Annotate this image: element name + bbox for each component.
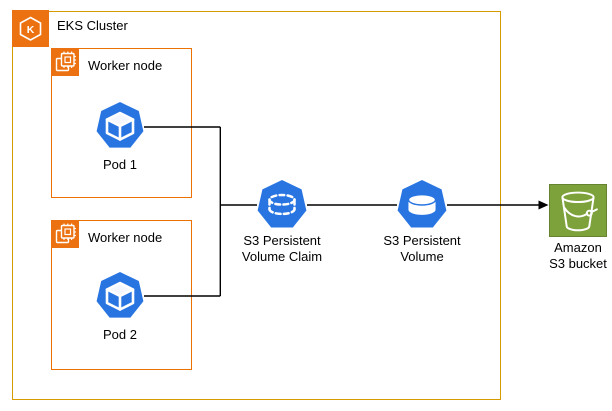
pvc-label-line2: Volume Claim xyxy=(241,249,323,264)
dashed-cylinder-volume-claim-icon xyxy=(257,180,307,228)
s3-bucket-icon xyxy=(549,184,607,237)
worker-node-2-icon xyxy=(51,220,79,248)
solid-cylinder-volume-icon xyxy=(397,180,447,228)
pvc-label: S3 Persistent Volume Claim xyxy=(222,233,342,265)
pv-label: S3 Persistent Volume xyxy=(362,233,482,265)
pv-icon xyxy=(397,180,447,235)
eks-icon-letter: K xyxy=(27,24,35,36)
s3-bucket-label-line2: S3 bucket xyxy=(549,256,607,271)
compute-chip-icon xyxy=(55,51,76,72)
worker-node-2-label: Worker node xyxy=(88,230,163,245)
pod-1-icon xyxy=(96,102,144,155)
arrowhead-to-bucket xyxy=(538,200,549,210)
worker-node-1-label: Worker node xyxy=(88,58,163,73)
kubernetes-pod-cube-icon xyxy=(96,272,144,318)
kubernetes-pod-cube-icon xyxy=(96,102,144,148)
pv-label-line2: Volume xyxy=(400,249,444,264)
pvc-label-line1: S3 Persistent xyxy=(243,233,321,248)
pod-2-icon xyxy=(96,272,144,325)
eks-cluster-label: EKS Cluster xyxy=(57,18,128,33)
pv-label-line1: S3 Persistent xyxy=(383,233,461,248)
pod-1-label: Pod 1 xyxy=(103,157,137,172)
pvc-icon xyxy=(257,180,307,235)
s3-bucket-label: Amazon S3 bucket xyxy=(541,240,612,272)
worker-node-1-box xyxy=(51,48,192,198)
bucket-glyph xyxy=(561,191,598,232)
kubernetes-hexagon-icon: K xyxy=(19,16,42,41)
eks-cluster-icon: K xyxy=(12,10,49,47)
compute-chip-icon xyxy=(55,223,76,244)
pod-2-label: Pod 2 xyxy=(103,327,137,342)
s3-bucket-label-line1: Amazon xyxy=(554,240,602,255)
worker-node-2-box xyxy=(51,220,192,370)
worker-node-1-icon xyxy=(51,48,79,76)
